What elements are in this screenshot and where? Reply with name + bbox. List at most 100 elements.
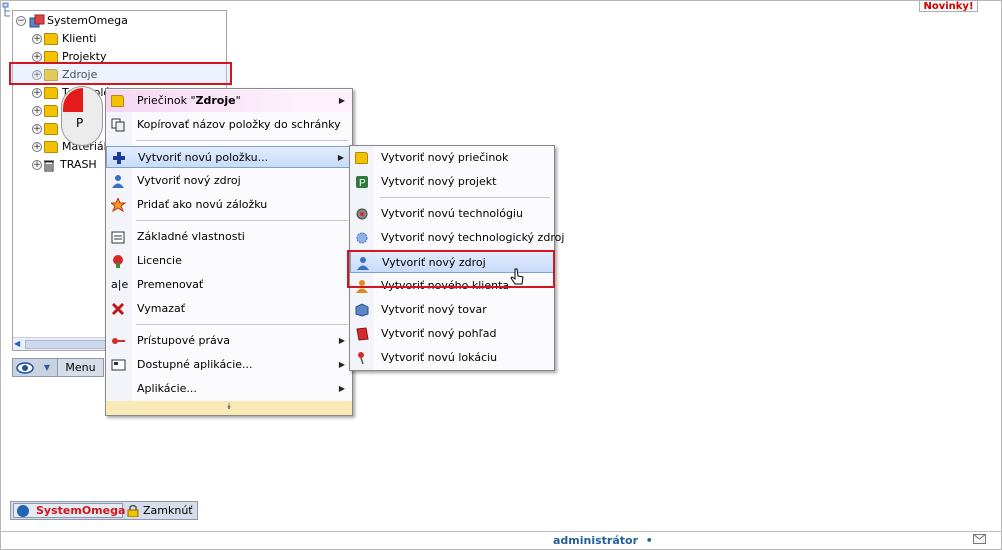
chevron-down-icon[interactable]: ▼ (43, 363, 51, 372)
status-divider (0, 531, 1002, 532)
technology-icon (356, 208, 368, 220)
tree-item-label: Zdroje (62, 68, 98, 81)
menu-item-new-resource[interactable]: Vytvoriť nový zdroj (106, 170, 352, 192)
goods-icon (355, 303, 369, 317)
menu-item-delete[interactable]: Vymazať (106, 298, 352, 320)
context-menu: Priečinok "Zdroje" ▶ Kopírovať názov pol… (105, 88, 353, 416)
submenu-item-new-view[interactable]: Vytvoriť nový pohľad (350, 323, 554, 345)
collapse-icon[interactable]: − (16, 16, 26, 26)
person-icon (112, 175, 124, 188)
lock-button[interactable]: Zamknúť (143, 504, 193, 517)
menu-item-label: Vytvoriť novú lokáciu (381, 351, 498, 364)
news-button[interactable]: Novinky! (919, 0, 978, 12)
submenu-item-new-goods[interactable]: Vytvoriť nový tovar (350, 299, 554, 321)
folder-icon (44, 33, 58, 45)
expand-icon[interactable]: + (32, 52, 42, 62)
folder-icon (355, 152, 368, 164)
tree-item-label: TRASH (60, 158, 97, 171)
menu-item-folder-zdroje[interactable]: Priečinok "Zdroje" ▶ (106, 90, 352, 112)
tree-item-label: Klienti (62, 32, 97, 45)
menu-item-label: Vytvoriť nový pohľad (381, 327, 497, 340)
submenu-item-new-client[interactable]: Vytvoriť nového klienta (350, 275, 554, 297)
gear-icon (356, 232, 368, 244)
expand-icon[interactable]: + (32, 34, 42, 44)
menu-item-label: Dostupné aplikácie... (137, 358, 253, 371)
submenu-arrow-icon: ▶ (338, 360, 345, 369)
menu-separator (380, 197, 550, 198)
tree-item-hidden-2[interactable]: + (13, 120, 213, 138)
system-omega-logo-icon (17, 505, 29, 517)
scrollbar-thumb[interactable] (25, 340, 115, 349)
submenu-item-new-tech-resource[interactable]: Vytvoriť nový technologický zdroj (350, 227, 564, 249)
menu-item-licenses[interactable]: Licencie (106, 250, 352, 272)
delete-icon (111, 302, 125, 316)
double-chevron-down-icon: ⯯ (226, 402, 232, 412)
create-submenu: Vytvoriť nový priečinok P Vytvoriť nový … (349, 145, 564, 371)
menu-item-label: Kopírovať názov položky do schránky (137, 118, 341, 131)
submenu-arrow-icon: ▶ (338, 96, 345, 105)
menu-item-rename[interactable]: a|e Premenovať (106, 274, 352, 296)
menu-item-properties[interactable]: Základné vlastnosti (106, 226, 352, 248)
menu-item-label: Vytvoriť novú technológiu (381, 207, 523, 220)
mouse-label: P (76, 116, 84, 130)
menu-item-label: Pridať ako novú záložku (137, 198, 268, 211)
tree-item-zdroje[interactable]: + Zdroje (13, 66, 213, 84)
submenu-arrow-icon: ▶ (337, 153, 344, 162)
menu-item-create-new[interactable]: Vytvoriť novú položku... ▶ (106, 146, 352, 168)
menu-item-copy-name[interactable]: Kopírovať názov položky do schránky (106, 114, 352, 136)
tree-item-trash[interactable]: + TRASH (13, 156, 213, 174)
menu-button[interactable]: Menu (57, 359, 103, 376)
expand-icon[interactable]: + (32, 106, 42, 116)
submenu-item-new-project[interactable]: P Vytvoriť nový projekt (350, 171, 554, 193)
user-name: administrátor (553, 534, 639, 547)
location-pin-icon (358, 352, 364, 365)
menu-item-label: Vymazať (137, 302, 186, 315)
expand-icon[interactable]: + (32, 160, 42, 170)
menu-item-label: Vytvoriť nový tovar (381, 303, 487, 316)
plus-icon (113, 152, 125, 164)
tree-item-hidden-1[interactable]: + (13, 102, 213, 120)
expand-icon[interactable]: + (32, 124, 42, 134)
menu-expand-footer[interactable]: ⯯ (106, 401, 352, 415)
mouse-pointer-icon (510, 268, 524, 285)
menu-item-label: Vytvoriť nový zdroj (137, 174, 241, 187)
lock-icon[interactable] (127, 504, 139, 517)
menu-item-applications[interactable]: Aplikácie... ▶ (106, 378, 352, 400)
submenu-arrow-icon: ▶ (338, 384, 345, 393)
menu-item-label: Prístupové práva (137, 334, 231, 347)
folder-icon (44, 69, 58, 81)
menu-item-available-apps[interactable]: Dostupné aplikácie... ▶ (106, 354, 352, 376)
submenu-item-new-folder[interactable]: Vytvoriť nový priečinok (350, 147, 554, 169)
mail-icon[interactable] (973, 534, 986, 544)
submenu-highlight-frame (347, 250, 555, 288)
bookmark-star-icon (111, 198, 126, 212)
menu-separator (136, 324, 348, 325)
menu-item-label: Vytvoriť nový technologický zdroj (381, 231, 565, 244)
current-user[interactable]: administrátor • (553, 534, 653, 547)
svg-text:P: P (359, 178, 366, 189)
applications-icon (111, 359, 126, 371)
tree-root[interactable]: − SystemOmega (13, 12, 213, 30)
folder-icon (44, 87, 58, 99)
expand-icon[interactable]: + (32, 70, 42, 80)
expand-icon[interactable]: + (32, 88, 42, 98)
menu-item-label: Priečinok "Zdroje" (137, 94, 241, 107)
copy-icon (111, 118, 125, 132)
menu-item-access-rights[interactable]: Prístupové práva ▶ (106, 330, 352, 352)
tree-item-projekty[interactable]: + Projekty (13, 48, 213, 66)
tree-item-klienti[interactable]: + Klienti (13, 30, 213, 48)
eye-icon[interactable] (15, 361, 35, 375)
submenu-item-new-technology[interactable]: Vytvoriť novú technológiu (350, 203, 554, 225)
submenu-arrow-icon: ▶ (338, 336, 345, 345)
submenu-item-new-location[interactable]: Vytvoriť novú lokáciu (350, 347, 554, 369)
scroll-left-icon[interactable]: ◀ (14, 339, 21, 348)
system-omega-button[interactable]: SystemOmega (13, 503, 125, 518)
menu-item-add-bookmark[interactable]: Pridať ako novú záložku (106, 194, 352, 216)
expand-icon[interactable]: + (32, 142, 42, 152)
submenu-item-new-resource[interactable]: Vytvoriť nový zdroj (350, 251, 554, 273)
license-icon (113, 255, 123, 268)
menu-item-label: Licencie (137, 254, 182, 267)
menu-item-label: Premenovať (137, 278, 204, 291)
menu-separator (136, 220, 348, 221)
system-root-icon (29, 14, 45, 28)
